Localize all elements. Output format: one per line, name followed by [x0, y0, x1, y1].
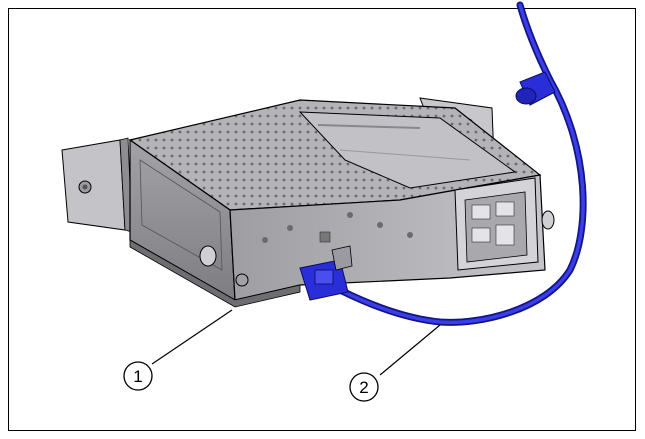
callout-2: 2 [349, 324, 441, 402]
callout-1-circle [123, 361, 153, 391]
callout-2-circle [349, 372, 379, 402]
cable-clip [515, 71, 556, 106]
callout-1: 1 [123, 309, 233, 391]
cable-connector [299, 245, 353, 301]
callout-2-leader [379, 324, 441, 376]
callout-2-label: 2 [359, 378, 368, 397]
callout-1-label: 1 [133, 367, 142, 386]
callout-1-leader [151, 309, 233, 365]
cable-harness [299, 1, 587, 326]
